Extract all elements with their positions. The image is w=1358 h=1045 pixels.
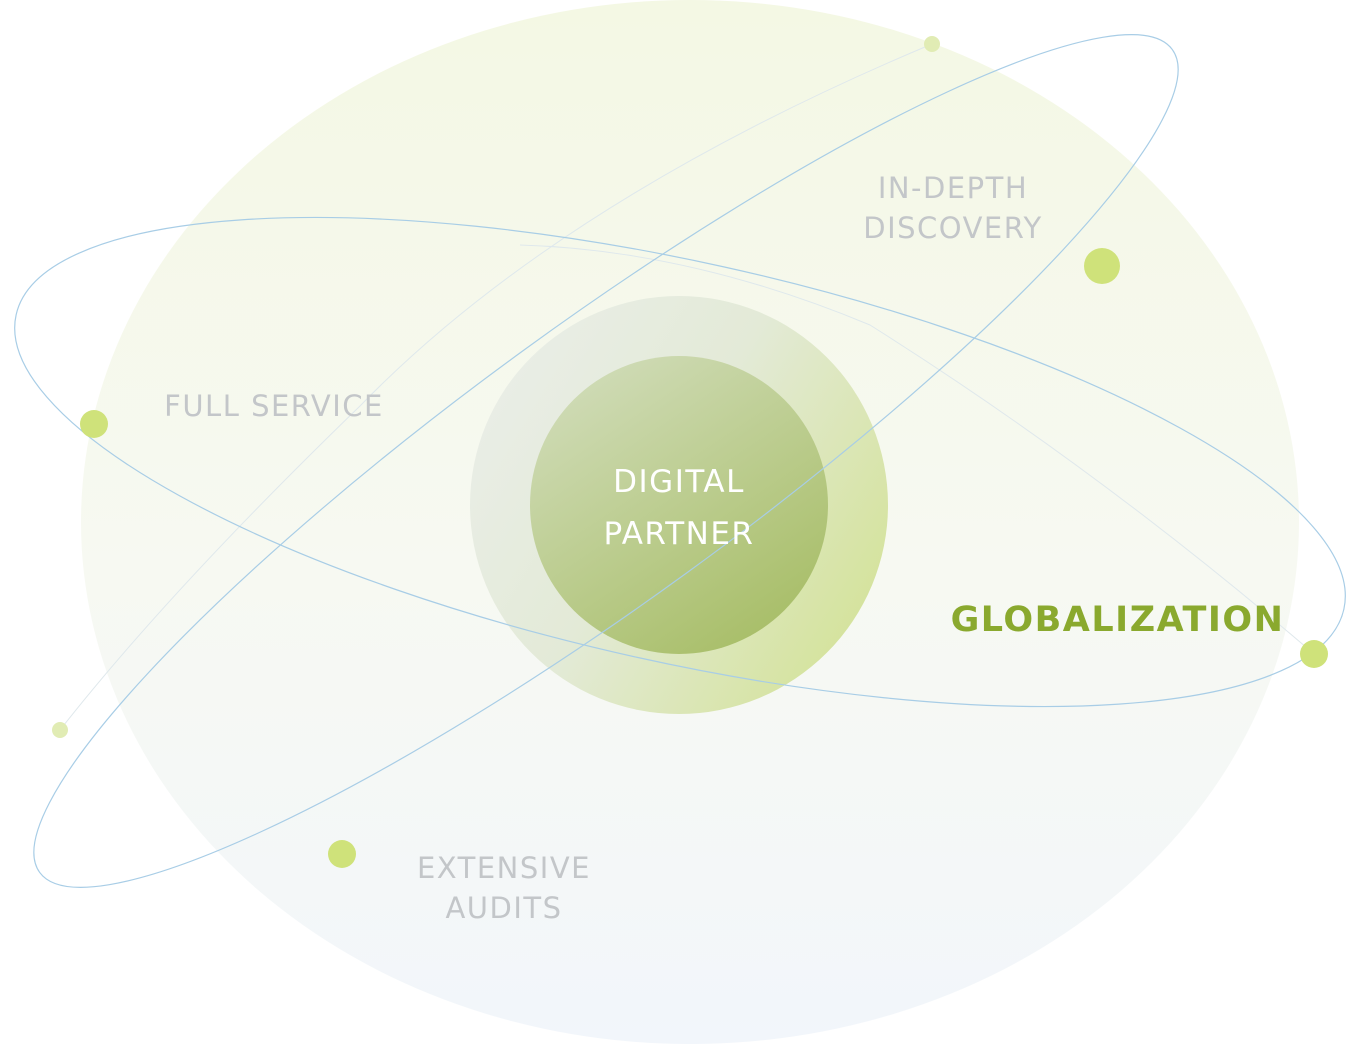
orbit-ring-horizontal [14,216,1346,708]
center-label-line2: PARTNER [603,516,755,552]
label-full-service[interactable]: FULL SERVICE [148,386,400,426]
label-extensive-line1: EXTENSIVE [416,851,592,885]
orbit-dot-full-service[interactable] [80,410,108,438]
label-extensive-line2: AUDITS [445,891,563,925]
orbit-dot-small-left [52,722,68,738]
label-in-depth-line1: IN-DEPTH [877,171,1029,205]
orbit-dot-small-top [924,36,940,52]
center-label: DIGITAL PARTNER [560,456,798,560]
label-extensive-audits[interactable]: EXTENSIVE AUDITS [398,848,610,928]
label-full-service-line1: FULL SERVICE [164,389,384,423]
label-in-depth-line2: DISCOVERY [863,211,1043,245]
orbit-dot-globalization[interactable] [1300,640,1328,668]
core-circle [530,356,828,654]
label-globalization-line1: GLOBALIZATION [950,600,1285,640]
orbit-dot-in-depth[interactable] [1084,248,1120,284]
center-label-line1: DIGITAL [613,464,745,500]
orbit-ring-diagonal [33,34,1179,888]
label-in-depth-discovery[interactable]: IN-DEPTH DISCOVERY [838,168,1068,248]
label-globalization[interactable]: GLOBALIZATION [950,600,1285,640]
orbit-faint-lines [59,43,1315,731]
orbit-dot-extensive[interactable] [328,840,356,868]
